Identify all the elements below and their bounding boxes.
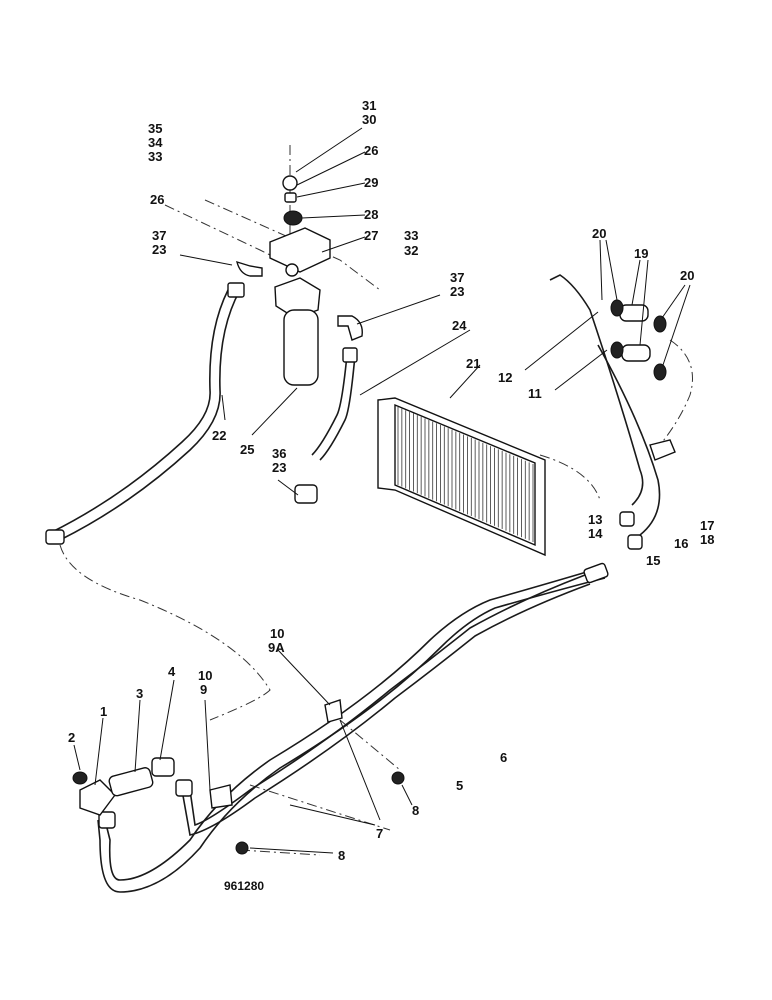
leader-lines [73,127,691,854]
callout-10-mid: 10 [198,668,212,683]
clip-20a [610,299,624,317]
callout-26-left: 26 [150,192,164,207]
cap-2 [72,771,88,785]
figure-number: 961280 [224,879,264,893]
callout-17: 17 [700,518,714,533]
callout-1: 1 [100,704,107,719]
callout-16: 16 [674,536,688,551]
bush-28 [283,210,303,226]
callout-22: 22 [212,428,226,443]
callout-28: 28 [364,207,378,222]
callout-2: 2 [68,730,75,745]
callout-18: 18 [700,532,714,547]
callout-9a: 9A [268,640,285,655]
washer-26b [285,263,299,277]
callout-20-left: 20 [592,226,606,241]
pipe-nut-right [583,562,609,584]
callout-7: 7 [376,826,383,841]
callout-27: 27 [364,228,378,243]
callout-33-right: 33 [404,228,418,243]
hose-19b [621,344,651,362]
callout-23-left: 23 [152,242,166,257]
nut-15 [627,534,643,550]
callout-10-top: 10 [270,626,284,641]
callout-6: 6 [500,750,507,765]
callout-37-right: 37 [450,270,464,285]
callout-15: 15 [646,553,660,568]
callout-4: 4 [168,664,176,679]
adaptor-4 [151,757,175,777]
callouts: 31 30 35 34 33 26 29 26 28 37 23 27 33 3… [68,98,714,863]
callout-24: 24 [452,318,467,333]
elbow-37 [236,260,263,277]
callout-19: 19 [634,246,648,261]
callout-35: 35 [148,121,162,136]
callout-8-bottom: 8 [338,848,345,863]
elbow-37b [337,315,363,341]
callout-23-right: 23 [450,284,464,299]
callout-36: 36 [272,446,286,461]
clip-16 [649,439,676,461]
valve-assembly [72,699,405,855]
oil-cooler-21 [377,397,546,557]
filter-head [274,277,321,319]
callout-5: 5 [456,778,463,793]
pipes-5-6 [97,562,609,893]
tee-1 [79,779,116,816]
callout-25: 25 [240,442,254,457]
valve-3 [108,767,154,797]
nut-13 [619,511,635,527]
nut-29 [284,192,297,203]
callout-11: 11 [528,386,542,401]
callout-37-left: 37 [152,228,166,243]
callout-29: 29 [364,175,378,190]
callout-20-right: 20 [680,268,694,283]
filter-canister-25 [283,309,319,386]
bracket-9a [324,699,343,723]
callout-14: 14 [588,526,603,541]
nut-8a [391,771,405,785]
clip-20b [653,315,667,333]
elbow-36 [294,484,318,504]
hose-end-22-bottom [45,529,65,545]
callout-21: 21 [466,356,480,371]
cooler-fins [397,407,534,542]
hose-24 [294,347,358,504]
callout-31: 31 [362,98,376,113]
oil-filter-assembly [236,175,363,386]
hose-end-24 [342,347,358,363]
mounting-bracket [269,227,331,273]
callout-30: 30 [362,112,376,127]
callout-26-top: 26 [364,143,378,158]
callout-12: 12 [498,370,512,385]
callout-9: 9 [200,682,207,697]
pipe-nut-bottom [98,811,116,829]
callout-23-lower: 23 [272,460,286,475]
hose-22 [45,282,245,545]
callout-33-top: 33 [148,149,162,164]
clip-20d [653,363,667,381]
callout-34: 34 [148,135,163,150]
pipes-11-12 [549,274,676,550]
callout-13: 13 [588,512,602,527]
bracket-9 [209,784,233,809]
washer-26 [282,175,298,191]
callout-8-right: 8 [412,803,419,818]
hose-end-22-top [227,282,245,298]
callout-3: 3 [136,686,143,701]
nut-8b [235,841,249,855]
clip-20c [610,341,624,359]
pipe-nut-mid [175,779,193,797]
callout-32: 32 [404,243,418,258]
